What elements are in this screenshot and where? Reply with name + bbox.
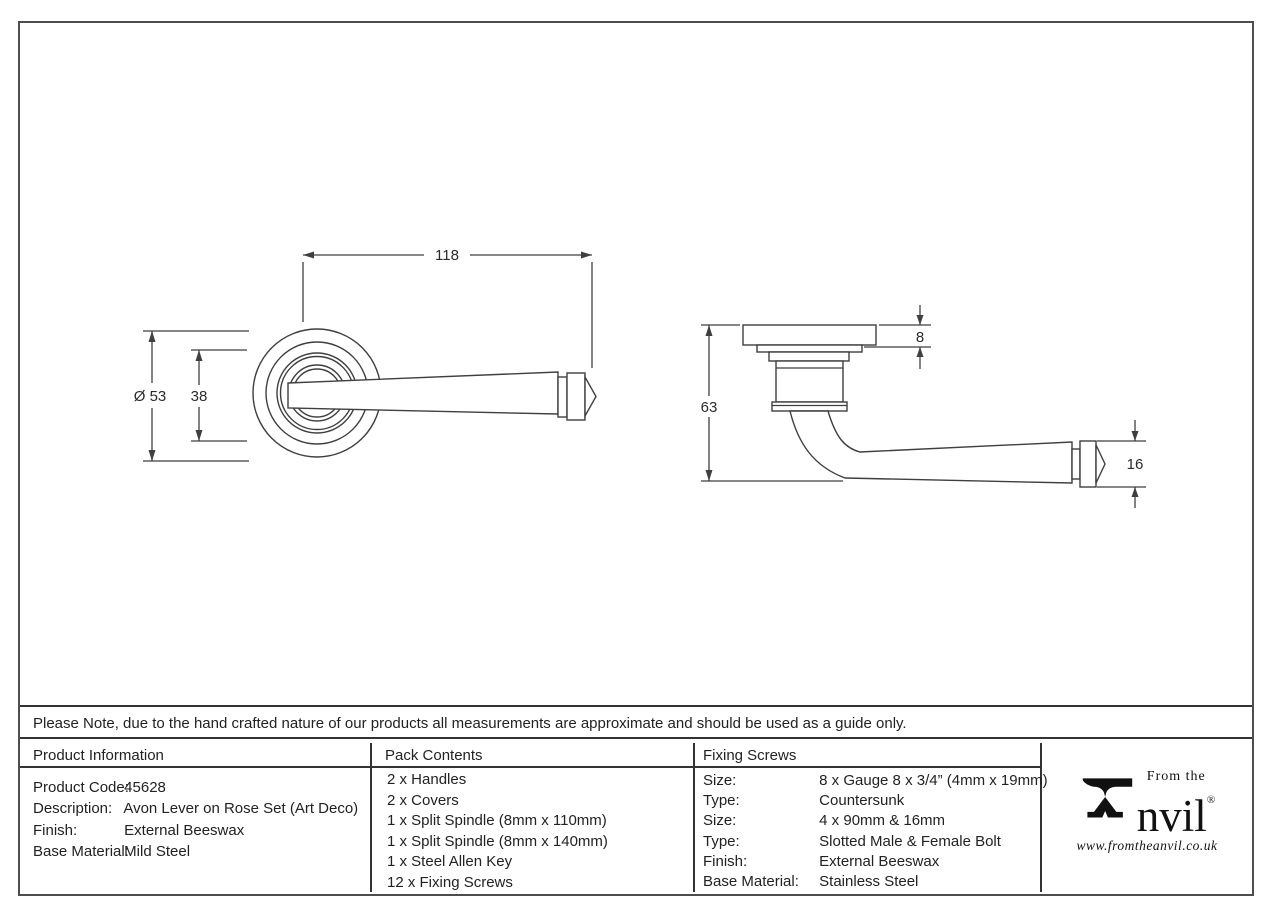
screw-material-label: Base Material: xyxy=(703,873,799,891)
base-material-value: Mild Steel xyxy=(124,842,191,860)
pack-item: 2 x Covers xyxy=(387,791,459,809)
bolt-size-row: Size: 4 x 90mm & 16mm xyxy=(703,811,1040,831)
product-code-row: Product Code: 45628 xyxy=(33,777,370,798)
pack-item: 1 x Steel Allen Key xyxy=(387,853,513,870)
fixing-screws-header: Fixing Screws xyxy=(695,743,1040,768)
logo-brand-nvil: nvil xyxy=(1136,791,1207,841)
description-label: Description: xyxy=(33,800,113,818)
base-material-row: Base Material: Mild Steel xyxy=(33,841,370,862)
logo-tagline: From the xyxy=(1146,769,1206,784)
pack-contents-body: 2 x Handles 2 x Covers 1 x Split Spindle… xyxy=(372,768,693,893)
logo-website-url: www.fromtheanvil.co.uk xyxy=(1076,838,1218,853)
description-row: Description: Avon Lever on Rose Set (Art… xyxy=(33,798,370,819)
product-information-body: Product Code: 45628 Description: Avon Le… xyxy=(20,768,370,862)
product-information-column: Product Information Product Code: 45628 … xyxy=(20,743,372,892)
screw-finish-row: Finish: External Beeswax xyxy=(703,852,1040,872)
fixing-screws-header-label: Fixing Screws xyxy=(703,747,797,764)
screw-type-value: Countersunk xyxy=(819,792,905,810)
fixing-screws-body: Size: 8 x Gauge 8 x 3/4” (4mm x 19mm) Ty… xyxy=(695,768,1048,892)
registered-trademark-icon: ® xyxy=(1206,794,1216,806)
pack-item: 1 x Split Spindle (8mm x 140mm) xyxy=(387,832,608,850)
bolt-type-value: Slotted Male & Female Bolt xyxy=(819,832,1001,850)
finish-label: Finish: xyxy=(33,821,78,839)
bolt-size-label: Size: xyxy=(703,812,737,830)
product-information-header: Product Information xyxy=(20,743,370,768)
info-table: Product Information Product Code: 45628 … xyxy=(20,743,1252,892)
pack-item: 12 x Fixing Screws xyxy=(387,873,513,891)
pack-contents-header-label: Pack Contents xyxy=(385,747,483,764)
screw-material-row: Base Material: Stainless Steel xyxy=(703,872,1040,892)
screw-finish-value: External Beeswax xyxy=(819,852,940,870)
bolt-type-label: Type: xyxy=(703,832,740,850)
base-material-label: Base Material: xyxy=(33,842,129,860)
product-code-label: Product Code: xyxy=(33,779,129,796)
screw-type-row: Type: Countersunk xyxy=(703,791,1040,811)
finish-value: External Beeswax xyxy=(124,821,245,839)
bolt-size-value: 4 x 90mm & 16mm xyxy=(819,812,946,830)
product-information-header-label: Product Information xyxy=(33,747,164,764)
screw-size-value: 8 x Gauge 8 x 3/4” (4mm x 19mm) xyxy=(819,772,1048,789)
pack-item: 1 x Split Spindle (8mm x 110mm) xyxy=(387,812,607,829)
anvil-icon xyxy=(1082,778,1132,818)
pack-item: 2 x Handles xyxy=(387,771,467,788)
brand-logo-cell: From the nvil® www.fromtheanvil.co.uk xyxy=(1042,743,1252,892)
pack-contents-header: Pack Contents xyxy=(372,743,693,768)
screw-size-row: Size: 8 x Gauge 8 x 3/4” (4mm x 19mm) xyxy=(703,771,1048,791)
finish-row: Finish: External Beeswax xyxy=(33,820,370,841)
fixing-screws-column: Fixing Screws Size: 8 x Gauge 8 x 3/4” (… xyxy=(695,743,1048,892)
logo-brand-text: nvil® xyxy=(1137,781,1216,839)
page-border-frame: Please Note, due to the hand crafted nat… xyxy=(18,21,1254,896)
screw-type-label: Type: xyxy=(703,792,740,810)
note-text: Please Note, due to the hand crafted nat… xyxy=(33,715,907,732)
note-row: Please Note, due to the hand crafted nat… xyxy=(20,705,1252,739)
from-the-anvil-logo: From the nvil® www.fromtheanvil.co.uk xyxy=(1076,767,1217,854)
product-code-value: 45628 xyxy=(124,779,166,796)
screw-material-value: Stainless Steel xyxy=(819,873,919,891)
screw-size-label: Size: xyxy=(703,772,737,789)
bolt-type-row: Type: Slotted Male & Female Bolt xyxy=(703,832,1040,852)
logo-wordmark: From the nvil® xyxy=(1079,767,1216,839)
screw-finish-label: Finish: xyxy=(703,852,748,870)
logo-text-block: From the nvil® xyxy=(1137,767,1216,839)
pack-contents-column: Pack Contents 2 x Handles 2 x Covers 1 x… xyxy=(372,743,695,892)
description-value: Avon Lever on Rose Set (Art Deco) xyxy=(123,800,359,818)
